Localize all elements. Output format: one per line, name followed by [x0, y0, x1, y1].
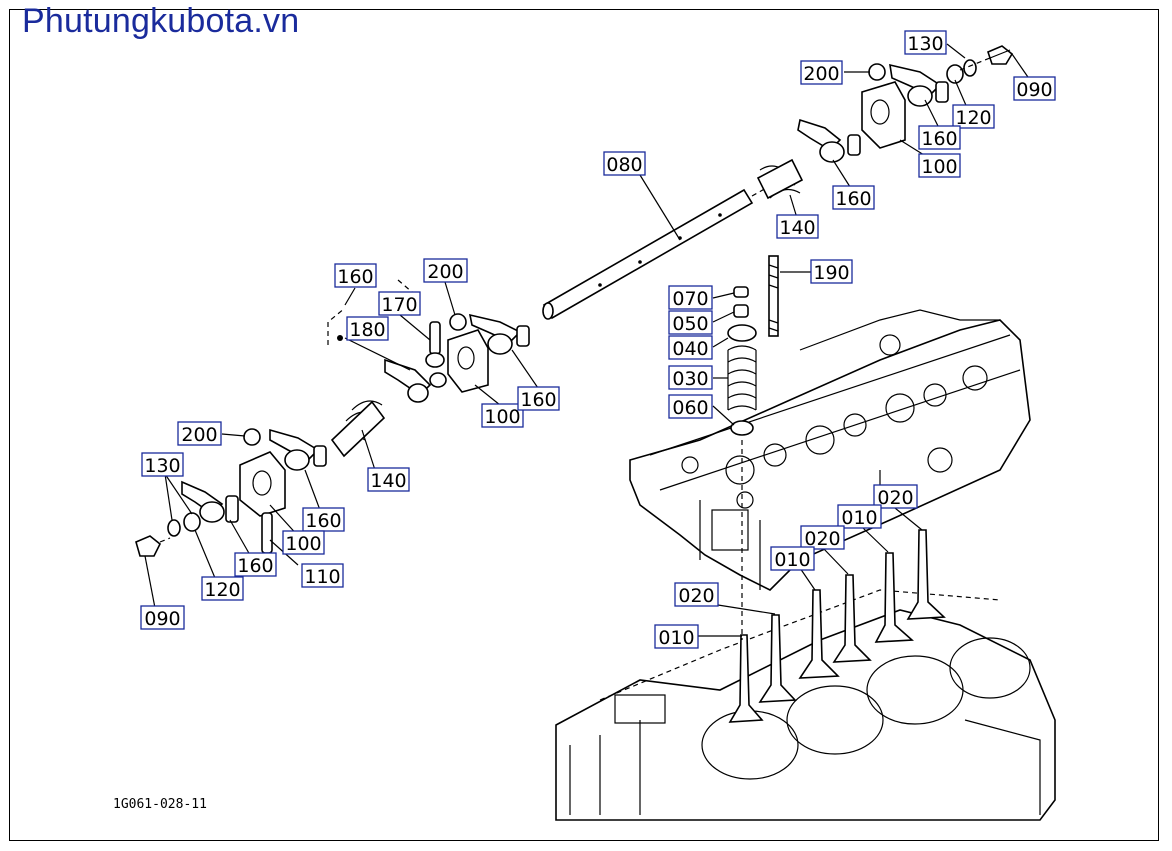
- callout-c2: 200: [800, 60, 843, 85]
- callout-c19: 180: [346, 316, 389, 341]
- callout-c10: 190: [810, 259, 853, 284]
- callout-label: 090: [1016, 79, 1052, 101]
- callout-label: 020: [877, 487, 913, 509]
- callout-c8: 160: [832, 185, 875, 210]
- callout-label: 020: [678, 585, 714, 607]
- callout-c20: 100: [481, 403, 524, 428]
- drawing-frame: [9, 9, 1159, 841]
- callout-label: 130: [144, 455, 180, 477]
- callout-c21: 160: [517, 386, 560, 411]
- callout-label: 180: [349, 319, 385, 341]
- callout-c12: 050: [668, 310, 713, 335]
- callout-c25: 160: [302, 507, 345, 532]
- callout-label: 110: [304, 566, 340, 588]
- right-rocker-assembly: [756, 45, 1014, 200]
- callout-label: 200: [181, 424, 217, 446]
- callout-label: 160: [835, 188, 871, 210]
- intake-exhaust-valves: [728, 529, 946, 723]
- left-rocker-assembly: [135, 428, 327, 557]
- callout-c5: 160: [918, 125, 961, 150]
- callout-c18: 170: [378, 291, 421, 316]
- callout-label: 160: [237, 555, 273, 577]
- callout-label: 200: [803, 63, 839, 85]
- callout-label: 090: [144, 608, 180, 630]
- callout-c4: 120: [952, 104, 995, 129]
- callout-c32: 010: [837, 504, 882, 529]
- callout-label: 010: [658, 627, 694, 649]
- callout-label: 080: [606, 154, 642, 176]
- callout-c13: 040: [668, 335, 713, 360]
- callout-label: 130: [907, 33, 943, 55]
- callout-label: 120: [204, 579, 240, 601]
- callout-label: 100: [285, 533, 321, 555]
- callout-c6: 100: [918, 153, 961, 178]
- callout-c9: 140: [776, 214, 819, 239]
- callout-label: 030: [672, 368, 708, 390]
- callout-c16: 160: [334, 263, 377, 288]
- stud-bolt: [768, 255, 779, 337]
- callout-label: 040: [672, 338, 708, 360]
- callout-label: 140: [370, 470, 406, 492]
- leader-lines: [144, 43, 1031, 637]
- callout-c31: 020: [873, 484, 918, 509]
- callout-label: 160: [305, 510, 341, 532]
- callout-label: 160: [921, 128, 957, 150]
- callout-c17: 200: [423, 258, 468, 283]
- callout-c24: 130: [141, 452, 184, 477]
- callout-c15: 060: [668, 394, 713, 419]
- callout-c28: 110: [301, 563, 344, 588]
- callout-label: 200: [427, 261, 463, 283]
- drawing-code: 1G061-028-11: [113, 797, 207, 812]
- callout-c27: 160: [234, 552, 277, 577]
- callout-label: 190: [813, 262, 849, 284]
- callout-label: 010: [841, 507, 877, 529]
- callout-label: 070: [672, 288, 708, 310]
- callout-c3: 090: [1013, 76, 1056, 101]
- engine-block-drawing: [555, 589, 1056, 821]
- cylinder-head-drawing: [629, 309, 1031, 591]
- valve-spring-assembly: [727, 286, 757, 640]
- callout-c34: 010: [770, 546, 815, 571]
- callout-c22: 200: [177, 421, 222, 446]
- rocker-shaft: [542, 186, 769, 320]
- callout-label: 060: [672, 397, 708, 419]
- callout-c36: 010: [654, 624, 699, 649]
- callout-c33: 020: [800, 525, 845, 550]
- callout-c35: 020: [674, 582, 719, 607]
- callout-label: 020: [804, 528, 840, 550]
- callout-c29: 120: [201, 576, 244, 601]
- callout-c1: 130: [904, 30, 947, 55]
- callout-label: 010: [774, 549, 810, 571]
- callout-label: 170: [381, 294, 417, 316]
- site-title: Phutungkubota.vn: [22, 2, 300, 40]
- callout-labels: 130 200 090 120 160 100 080 160 140 190 …: [140, 30, 1056, 649]
- callout-label: 140: [779, 217, 815, 239]
- center-rocker-assembly: [327, 279, 530, 458]
- callout-label: 050: [672, 313, 708, 335]
- callout-label: 100: [484, 406, 520, 428]
- callout-c26: 100: [282, 530, 325, 555]
- callout-label: 120: [955, 107, 991, 129]
- callout-c7: 080: [603, 151, 646, 176]
- callout-c30: 090: [140, 605, 185, 630]
- callout-c23: 140: [367, 467, 410, 492]
- callout-label: 160: [337, 266, 373, 288]
- callout-c11: 070: [668, 285, 713, 310]
- callout-label: 100: [921, 156, 957, 178]
- callout-label: 160: [520, 389, 556, 411]
- callout-c14: 030: [668, 365, 713, 390]
